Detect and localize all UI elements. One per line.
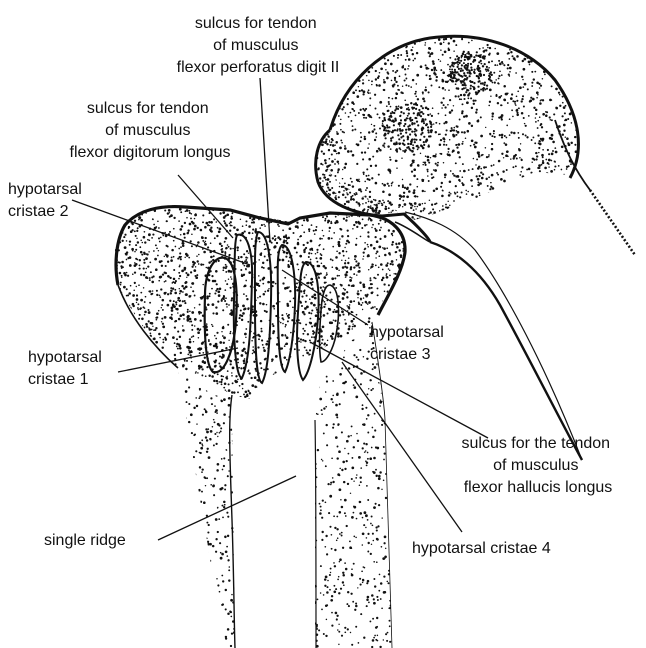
leader-single-ridge [158, 476, 296, 540]
label-single-ridge: single ridge [44, 532, 126, 549]
label-sulcus-fpd2: sulcus for tendon of musculus flexor per… [177, 15, 340, 76]
leader-hypotarsal-cristae-4 [342, 362, 462, 532]
label-hypotarsal-cristae-3: hypotarsal cristae 3 [370, 324, 448, 363]
label-hypotarsal-cristae-4: hypotarsal cristae 4 [412, 540, 551, 557]
label-hypotarsal-cristae-1: hypotarsal cristae 1 [28, 349, 106, 388]
label-sulcus-fhl: sulcus for the tendon of musculus flexor… [462, 435, 615, 496]
leader-hypotarsal-cristae-1 [118, 348, 238, 372]
label-sulcus-fdl: sulcus for tendon of musculus flexor dig… [70, 100, 231, 161]
